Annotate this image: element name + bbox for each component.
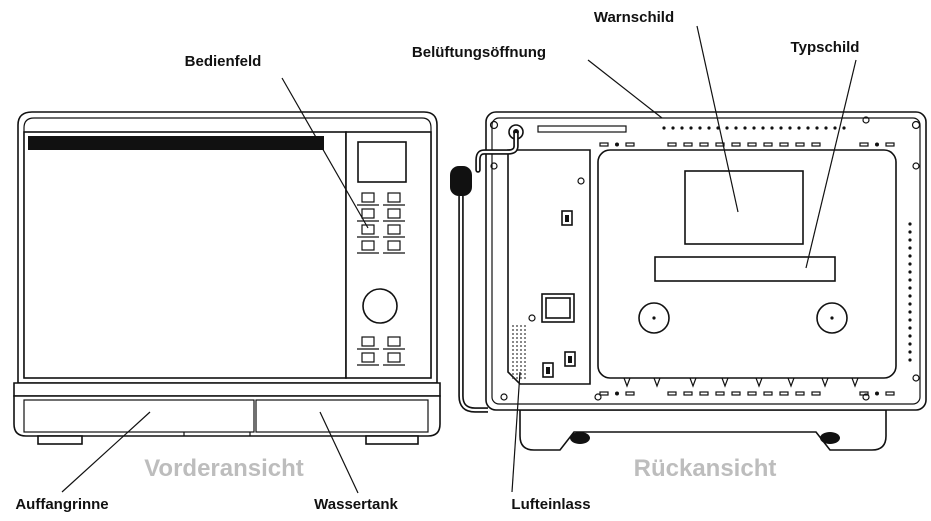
back-left-panel [507, 149, 591, 385]
top-vent-dots [662, 126, 846, 130]
air-intake-grid [512, 325, 526, 379]
front-foot-left [37, 435, 83, 445]
label-auffangrinne: Auffangrinne [15, 496, 108, 513]
back-view [450, 111, 927, 451]
power-plug [450, 166, 472, 196]
label-belueftungsoeffnung: Belüftungsöffnung [412, 44, 546, 61]
callout-line-bedienfeld [281, 77, 369, 229]
bottom-slot-row [599, 391, 895, 396]
callout-line-lufteinlass [511, 371, 521, 493]
warning-label [684, 170, 804, 245]
front-foot-right [365, 435, 419, 445]
front-view [13, 111, 441, 445]
water-tank [255, 399, 429, 433]
top-slot [537, 125, 627, 133]
callout-line-wassertank [319, 411, 359, 494]
side-vent-dots [908, 222, 912, 362]
label-warnschild: Warnschild [594, 9, 674, 26]
bottom-notches [623, 377, 859, 388]
caption-front-view: Vorderansicht [144, 455, 304, 482]
rating-plate [654, 256, 836, 282]
back-base-stand [519, 409, 887, 451]
label-wassertank: Wassertank [314, 496, 398, 513]
front-base-strip [13, 382, 441, 397]
back-wheel-left [570, 432, 590, 444]
dial-knob [362, 288, 398, 324]
door-handle-bar [28, 136, 324, 150]
top-slot-row [599, 142, 895, 147]
callout-line-belueftung [587, 59, 663, 119]
callout-lines [61, 25, 857, 494]
control-buttons-lower [357, 336, 405, 366]
back-wheel-right [820, 432, 840, 444]
label-bedienfeld: Bedienfeld [185, 53, 262, 70]
display-screen [357, 141, 407, 183]
control-buttons-upper [357, 192, 405, 254]
callout-line-auffangrinne [61, 411, 151, 493]
front-tray-area [13, 395, 441, 437]
callout-line-warnschild [696, 25, 739, 213]
front-housing-inner [23, 117, 432, 378]
caption-back-view: Rückansicht [634, 455, 777, 482]
back-housing-inner [491, 117, 921, 405]
front-door [23, 131, 347, 379]
label-lufteinlass: Lufteinlass [511, 496, 590, 513]
drip-tray [23, 399, 255, 433]
label-typschild: Typschild [791, 39, 860, 56]
callout-line-typschild [805, 59, 857, 269]
